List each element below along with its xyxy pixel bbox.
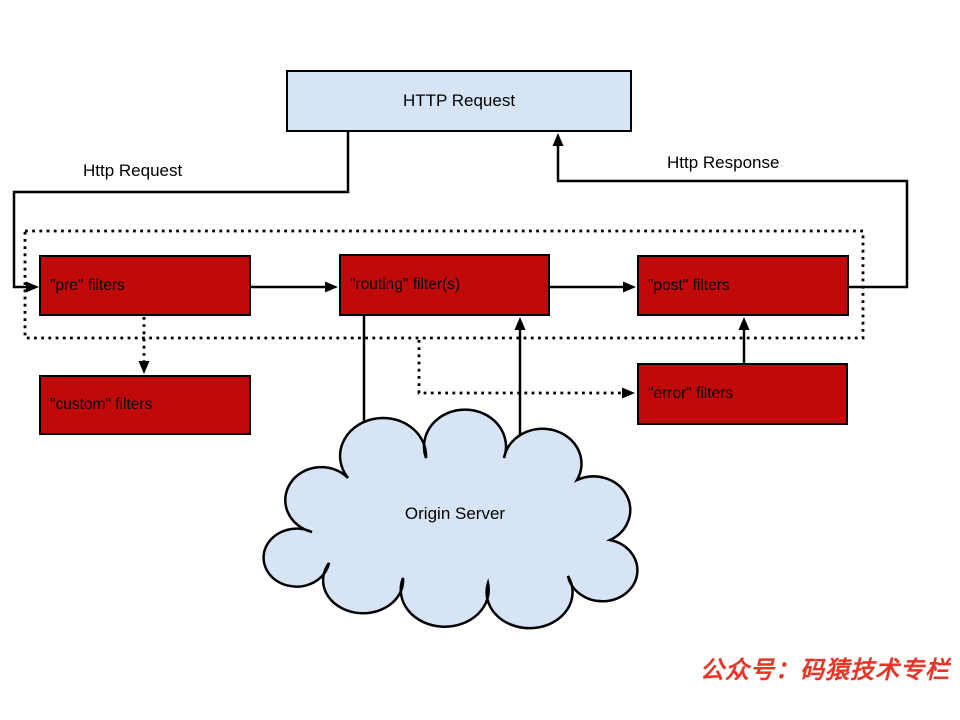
routing-filters-label: "routing" filter(s) <box>350 276 461 293</box>
http-response-edge-label: Http Response <box>667 153 780 172</box>
filter-chain-dotted-boundary <box>23 229 865 340</box>
error-filters-label: "error" filters <box>648 385 734 402</box>
routing-filters-box: "routing" filter(s) <box>339 254 550 316</box>
watermark-text: 公众号：码猿技术专栏 <box>700 655 950 684</box>
post-filters-label: "post" filters <box>648 276 730 294</box>
origin-to-routing-arrowhead <box>514 317 526 330</box>
custom-filters-box: "custom" filters <box>39 375 251 435</box>
custom-filters-label: "custom" filters <box>50 396 153 413</box>
http-request-box-label: HTTP Request <box>402 91 516 110</box>
pre-to-custom-arrowhead <box>138 361 150 374</box>
error-to-post-arrowhead <box>738 317 750 330</box>
chain-to-error-arrowhead <box>622 387 635 399</box>
response-arrowhead <box>552 133 564 146</box>
origin-server-label: Origin Server <box>404 504 506 523</box>
http-request-edge-label: Http Request <box>83 161 183 180</box>
request-entry-line <box>12 132 350 289</box>
response-line <box>556 146 909 289</box>
origin-server-cloud <box>262 408 639 630</box>
pre-filters-box: "pre" filters <box>39 255 251 316</box>
error-filters-box: "error" filters <box>637 363 848 425</box>
http-request-box: HTTP Request <box>286 70 632 132</box>
chain-to-error-dotted-line <box>417 340 623 395</box>
pre-filters-label: "pre" filters <box>50 276 125 294</box>
routing-to-post-arrowhead <box>623 281 636 293</box>
request-entry-arrowhead <box>26 281 39 293</box>
post-filters-box: "post" filters <box>637 255 849 316</box>
pre-to-routing-arrowhead <box>325 281 338 293</box>
